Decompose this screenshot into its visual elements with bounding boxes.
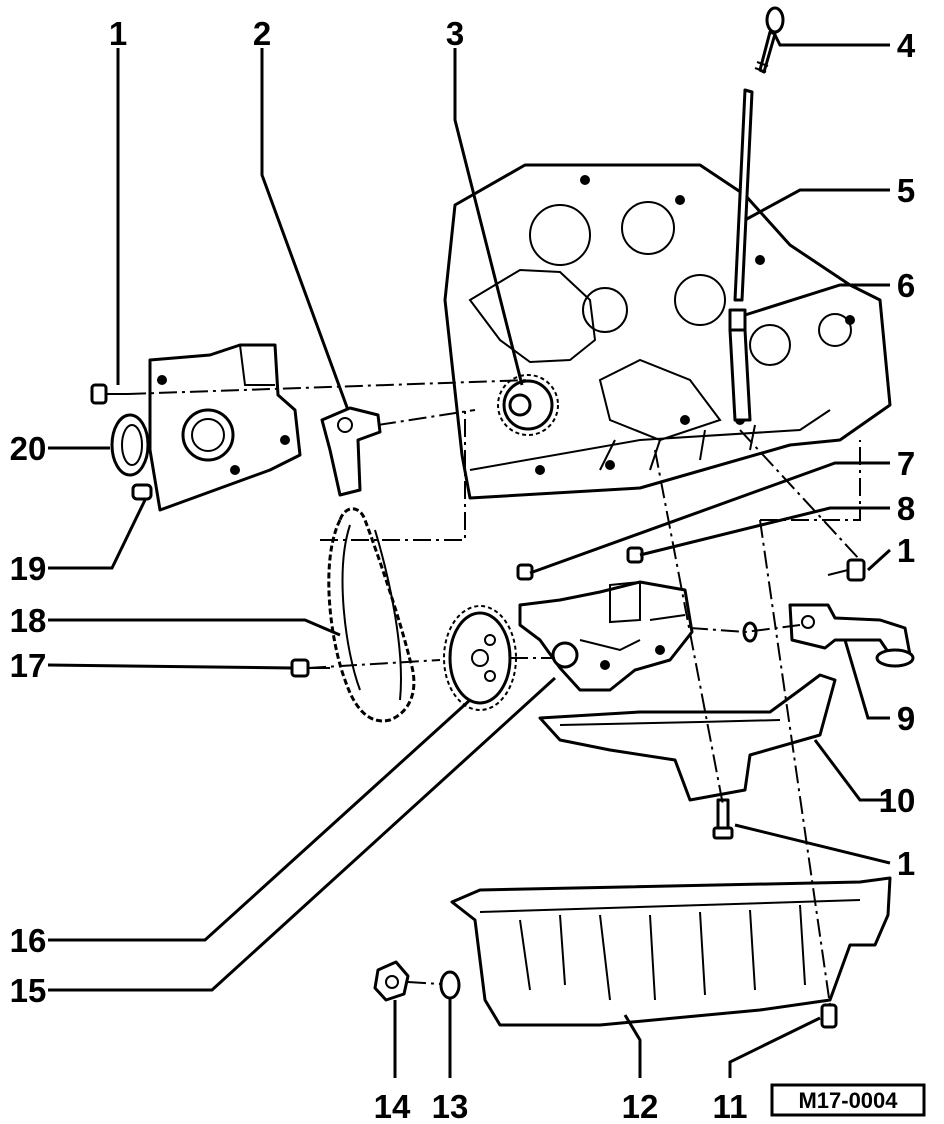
oil-pump bbox=[518, 580, 694, 692]
drain-plug-washer bbox=[439, 970, 461, 1000]
callout-3: 3 bbox=[446, 15, 464, 52]
drive-chain bbox=[327, 507, 416, 723]
callout-20: 20 bbox=[10, 430, 47, 467]
suction-pipe bbox=[788, 603, 915, 668]
engine-block bbox=[443, 163, 892, 500]
baffle-plate bbox=[538, 673, 837, 802]
bolt bbox=[90, 383, 128, 405]
reference-code: M17-0004 bbox=[798, 1088, 898, 1113]
callout-18: 18 bbox=[10, 602, 47, 639]
dipstick bbox=[754, 6, 785, 74]
callout-16: 16 bbox=[10, 922, 47, 959]
assembly-lines bbox=[127, 379, 861, 1006]
drain-nut bbox=[373, 960, 410, 1002]
drain-plug bbox=[820, 1003, 838, 1029]
callout-14: 14 bbox=[374, 1088, 411, 1124]
callout-2: 2 bbox=[253, 15, 271, 52]
oil-sump bbox=[450, 876, 892, 1027]
callout-8: 8 bbox=[897, 490, 915, 527]
callout-10: 10 bbox=[879, 782, 916, 819]
dipstick-guide-tube bbox=[728, 88, 754, 422]
crankshaft-sprocket bbox=[497, 374, 559, 436]
callout-13: 13 bbox=[432, 1088, 469, 1124]
dowel-pins bbox=[516, 546, 644, 581]
callout-1-top: 1 bbox=[109, 15, 127, 52]
callout-5: 5 bbox=[897, 172, 915, 209]
callout-9: 9 bbox=[897, 700, 915, 737]
callout-17: 17 bbox=[10, 647, 47, 684]
callout-19: 19 bbox=[10, 550, 47, 587]
callout-7: 7 bbox=[897, 445, 915, 482]
callout-1-lower-right: 1 bbox=[897, 845, 915, 882]
callout-labels: 1 2 3 4 5 6 7 8 1 9 10 1 11 12 13 14 15 … bbox=[10, 15, 916, 1124]
callout-15: 15 bbox=[10, 972, 47, 1009]
callout-11: 11 bbox=[713, 1088, 748, 1124]
oil-pump-sprocket bbox=[443, 605, 517, 711]
callout-6: 6 bbox=[897, 267, 915, 304]
baffle-bolt bbox=[712, 798, 734, 840]
reference-code-box: M17-0004 bbox=[770, 1083, 926, 1117]
callout-12: 12 bbox=[622, 1088, 659, 1124]
dowel-sleeve bbox=[131, 483, 153, 501]
leader-lines bbox=[47, 34, 892, 1078]
suction-pipe-bolt bbox=[827, 558, 866, 582]
chain-tensioner bbox=[320, 406, 382, 497]
callout-4: 4 bbox=[897, 27, 916, 64]
crankshaft-oil-seal bbox=[110, 413, 150, 477]
front-cover-flange bbox=[148, 343, 302, 512]
callout-1-right: 1 bbox=[897, 532, 915, 569]
